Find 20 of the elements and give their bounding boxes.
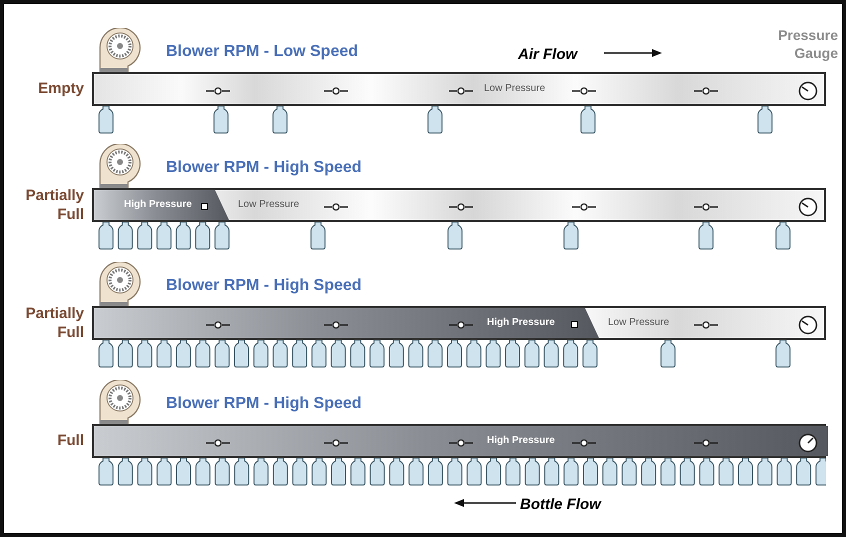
pressure-label: High Pressure [487,435,555,447]
row-label: Partially Full [24,186,84,224]
air-flow-label: Air Flow [518,45,578,65]
conveyor-bar [92,72,826,106]
pressure-label: Low Pressure [608,317,670,329]
blower-speed-heading: Blower RPM - High Speed [166,276,362,296]
blower-speed-heading: Blower RPM - High Speed [166,394,362,414]
pressure-label: Low Pressure [484,83,546,95]
pressure-label: High Pressure [487,317,555,329]
pressure-label: High Pressure [124,199,192,211]
blower-speed-heading: Blower RPM - Low Speed [166,42,358,62]
blower-speed-heading: Blower RPM - High Speed [166,158,362,178]
bottle-flow-label: Bottle Flow [520,495,601,515]
conveyor-bar [92,188,826,222]
conveyor-bar [92,306,826,340]
pressure-gauge-label: Pressure Gauge [777,26,838,62]
row-label: Full [56,431,84,450]
pressure-label: Low Pressure [238,199,300,211]
row-label: Partially Full [24,304,84,342]
row-label: Empty [37,79,84,98]
